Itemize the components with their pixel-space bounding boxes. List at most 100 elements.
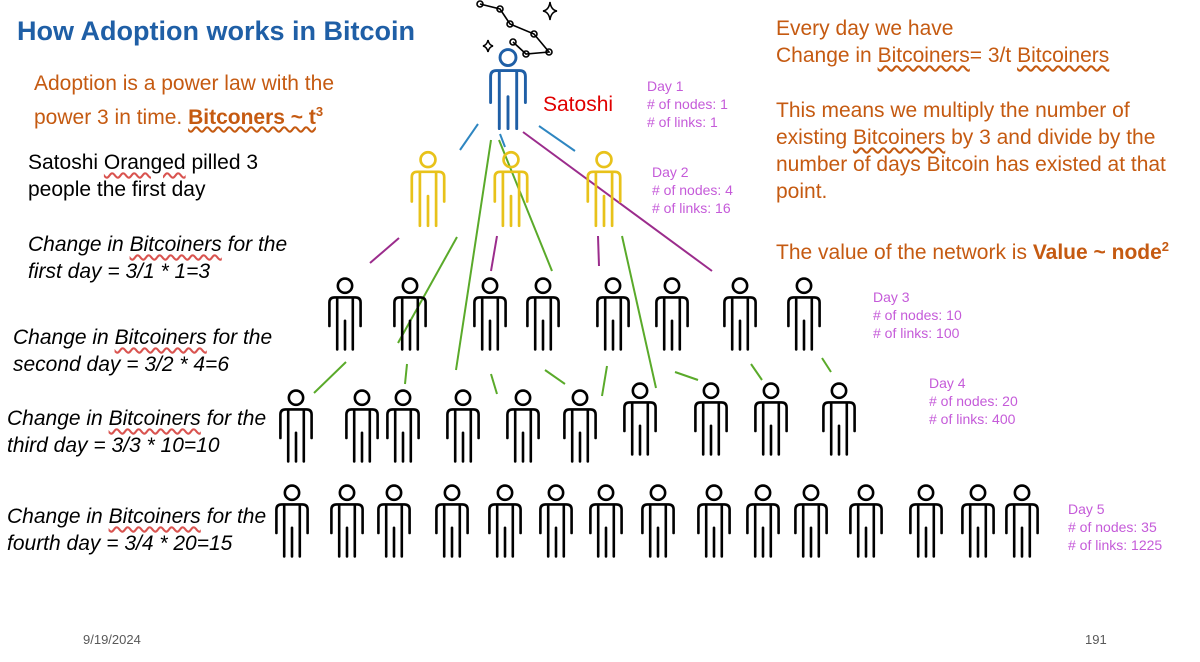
person-icon [787,277,821,351]
person-icon [526,277,560,351]
green-link [490,373,498,395]
person-icon [330,484,364,558]
day-2-label: Day 2 [652,164,689,180]
sparkle-star-icon [542,1,558,21]
person-icon [746,484,780,558]
network-value-formula: Value ~ node [1032,241,1162,264]
growth-rule-text: Every day we have Change in Bitcoiners= … [776,15,1109,69]
day-1-label: Day 1 [647,78,684,94]
satoshi-note-c: pilled 3 [185,151,259,174]
person-icon [1005,484,1039,558]
day-3-label: Day 3 [873,289,910,305]
change-note-day-1: Change in Bitcoiners for the first day =… [28,231,287,285]
person-icon [488,484,522,558]
person-icon [589,484,623,558]
change-note-day-3: Change in Bitcoiners for the third day =… [7,405,266,459]
change-note-day-3-line-1: Change in Bitcoiners for the [7,405,266,432]
network-value-prefix: The value of the network is [776,241,1033,264]
intro-line-1: Adoption is a power law with the [34,72,334,95]
day-3-people [328,277,821,351]
growth-rule-line-2: Change in Bitcoiners= 3/t Bitcoiners [776,42,1109,69]
purple-link [597,235,600,267]
intro-formula: Bitconers ~ t [188,106,316,129]
satoshi-person-icon [489,48,527,131]
intro-line-2-text: power 3 in time. [34,106,189,129]
day-5-nodes: # of nodes: 35 [1068,519,1157,535]
day-5-links: # of links: 1225 [1068,537,1163,553]
change-suffix: for the [200,505,267,528]
person-icon [694,382,728,456]
growth-rule-line-1: Every day we have [776,17,954,40]
person-icon [754,382,788,456]
change-note-day-1-line-2: first day = 3/1 * 1=3 [28,260,211,283]
day-5-stats: Day 5 # of nodes: 35 # of links: 1225 [1068,500,1162,554]
person-icon [961,484,995,558]
green-link [601,365,608,397]
blue-link [538,125,576,152]
growth-rule-2c: = 3/t [969,44,1018,67]
intro-formula-exponent: 3 [315,104,324,119]
person-icon [473,277,507,351]
change-bitcoiners: Bitcoiners [108,407,201,430]
growth-rule-2d: Bitcoiners [1017,44,1110,67]
person-icon [849,484,883,558]
person-icon [563,389,597,463]
person-icon [723,277,757,351]
change-note-day-1-line-1: Change in Bitcoiners for the [28,231,287,258]
explanation-2c: by 3 and divide by the [945,126,1156,149]
green-link [750,363,763,381]
change-note-day-2-line-1: Change in Bitcoiners for the [13,324,272,351]
change-prefix: Change in [13,326,115,349]
blue-link [499,133,506,148]
green-link [821,357,832,373]
footer-date: 9/19/2024 [83,632,141,647]
change-bitcoiners: Bitcoiners [108,505,201,528]
satoshi-note: Satoshi Oranged pilled 3 people the firs… [28,149,258,203]
green-link [674,371,699,381]
day-2-people [410,150,622,228]
person-icon [386,389,420,463]
person-icon [393,277,427,351]
day-2-stats: Day 2 # of nodes: 4 # of links: 16 [652,163,733,217]
intro-line-2: power 3 in time. Bitconers ~ t3 [34,98,334,132]
green-link [404,363,408,385]
satoshi-note-oranged: Oranged [103,151,186,174]
day-4-label: Day 4 [929,375,966,391]
person-icon [822,382,856,456]
person-icon [794,484,828,558]
change-suffix: for the [200,407,267,430]
change-note-day-2: Change in Bitcoiners for the second day … [13,324,272,378]
day-3-nodes: # of nodes: 10 [873,307,962,323]
change-note-day-3-line-2: third day = 3/3 * 10=10 [7,434,220,457]
person-icon [345,389,379,463]
satoshi-label: Satoshi [543,93,614,116]
growth-rule-2b: Bitcoiners [877,44,970,67]
change-note-day-4: Change in Bitcoiners for the fourth day … [7,503,266,557]
change-bitcoiners: Bitcoiners [114,326,207,349]
person-icon [435,484,469,558]
page-title: How Adoption works in Bitcoin [17,16,415,46]
day-1-stats: Day 1 # of nodes: 1 # of links: 1 [647,77,728,131]
explanation-text: This means we multiply the number of exi… [776,97,1166,205]
person-icon [446,389,480,463]
person-icon [328,277,362,351]
person-icon [655,277,689,351]
day-1-nodes: # of nodes: 1 [647,96,728,112]
purple-link [490,235,498,272]
person-icon [596,277,630,351]
explanation-line-4: point. [776,180,828,203]
person-icon [493,150,529,228]
change-prefix: Change in [28,233,130,256]
explanation-2b: Bitcoiners [853,126,946,149]
day-3-stats: Day 3 # of nodes: 10 # of links: 100 [873,288,962,342]
person-icon [586,150,622,228]
green-link [544,369,566,385]
satoshi-note-line-1: Satoshi Oranged pilled 3 [28,149,258,176]
day-5-people [275,484,1039,558]
change-note-day-2-line-2: second day = 3/2 * 4=6 [13,353,229,376]
footer-page-number: 191 [1085,632,1107,647]
person-icon [539,484,573,558]
satoshi-note-a: Satoshi [28,151,104,174]
day-4-stats: Day 4 # of nodes: 20 # of links: 400 [929,374,1018,428]
